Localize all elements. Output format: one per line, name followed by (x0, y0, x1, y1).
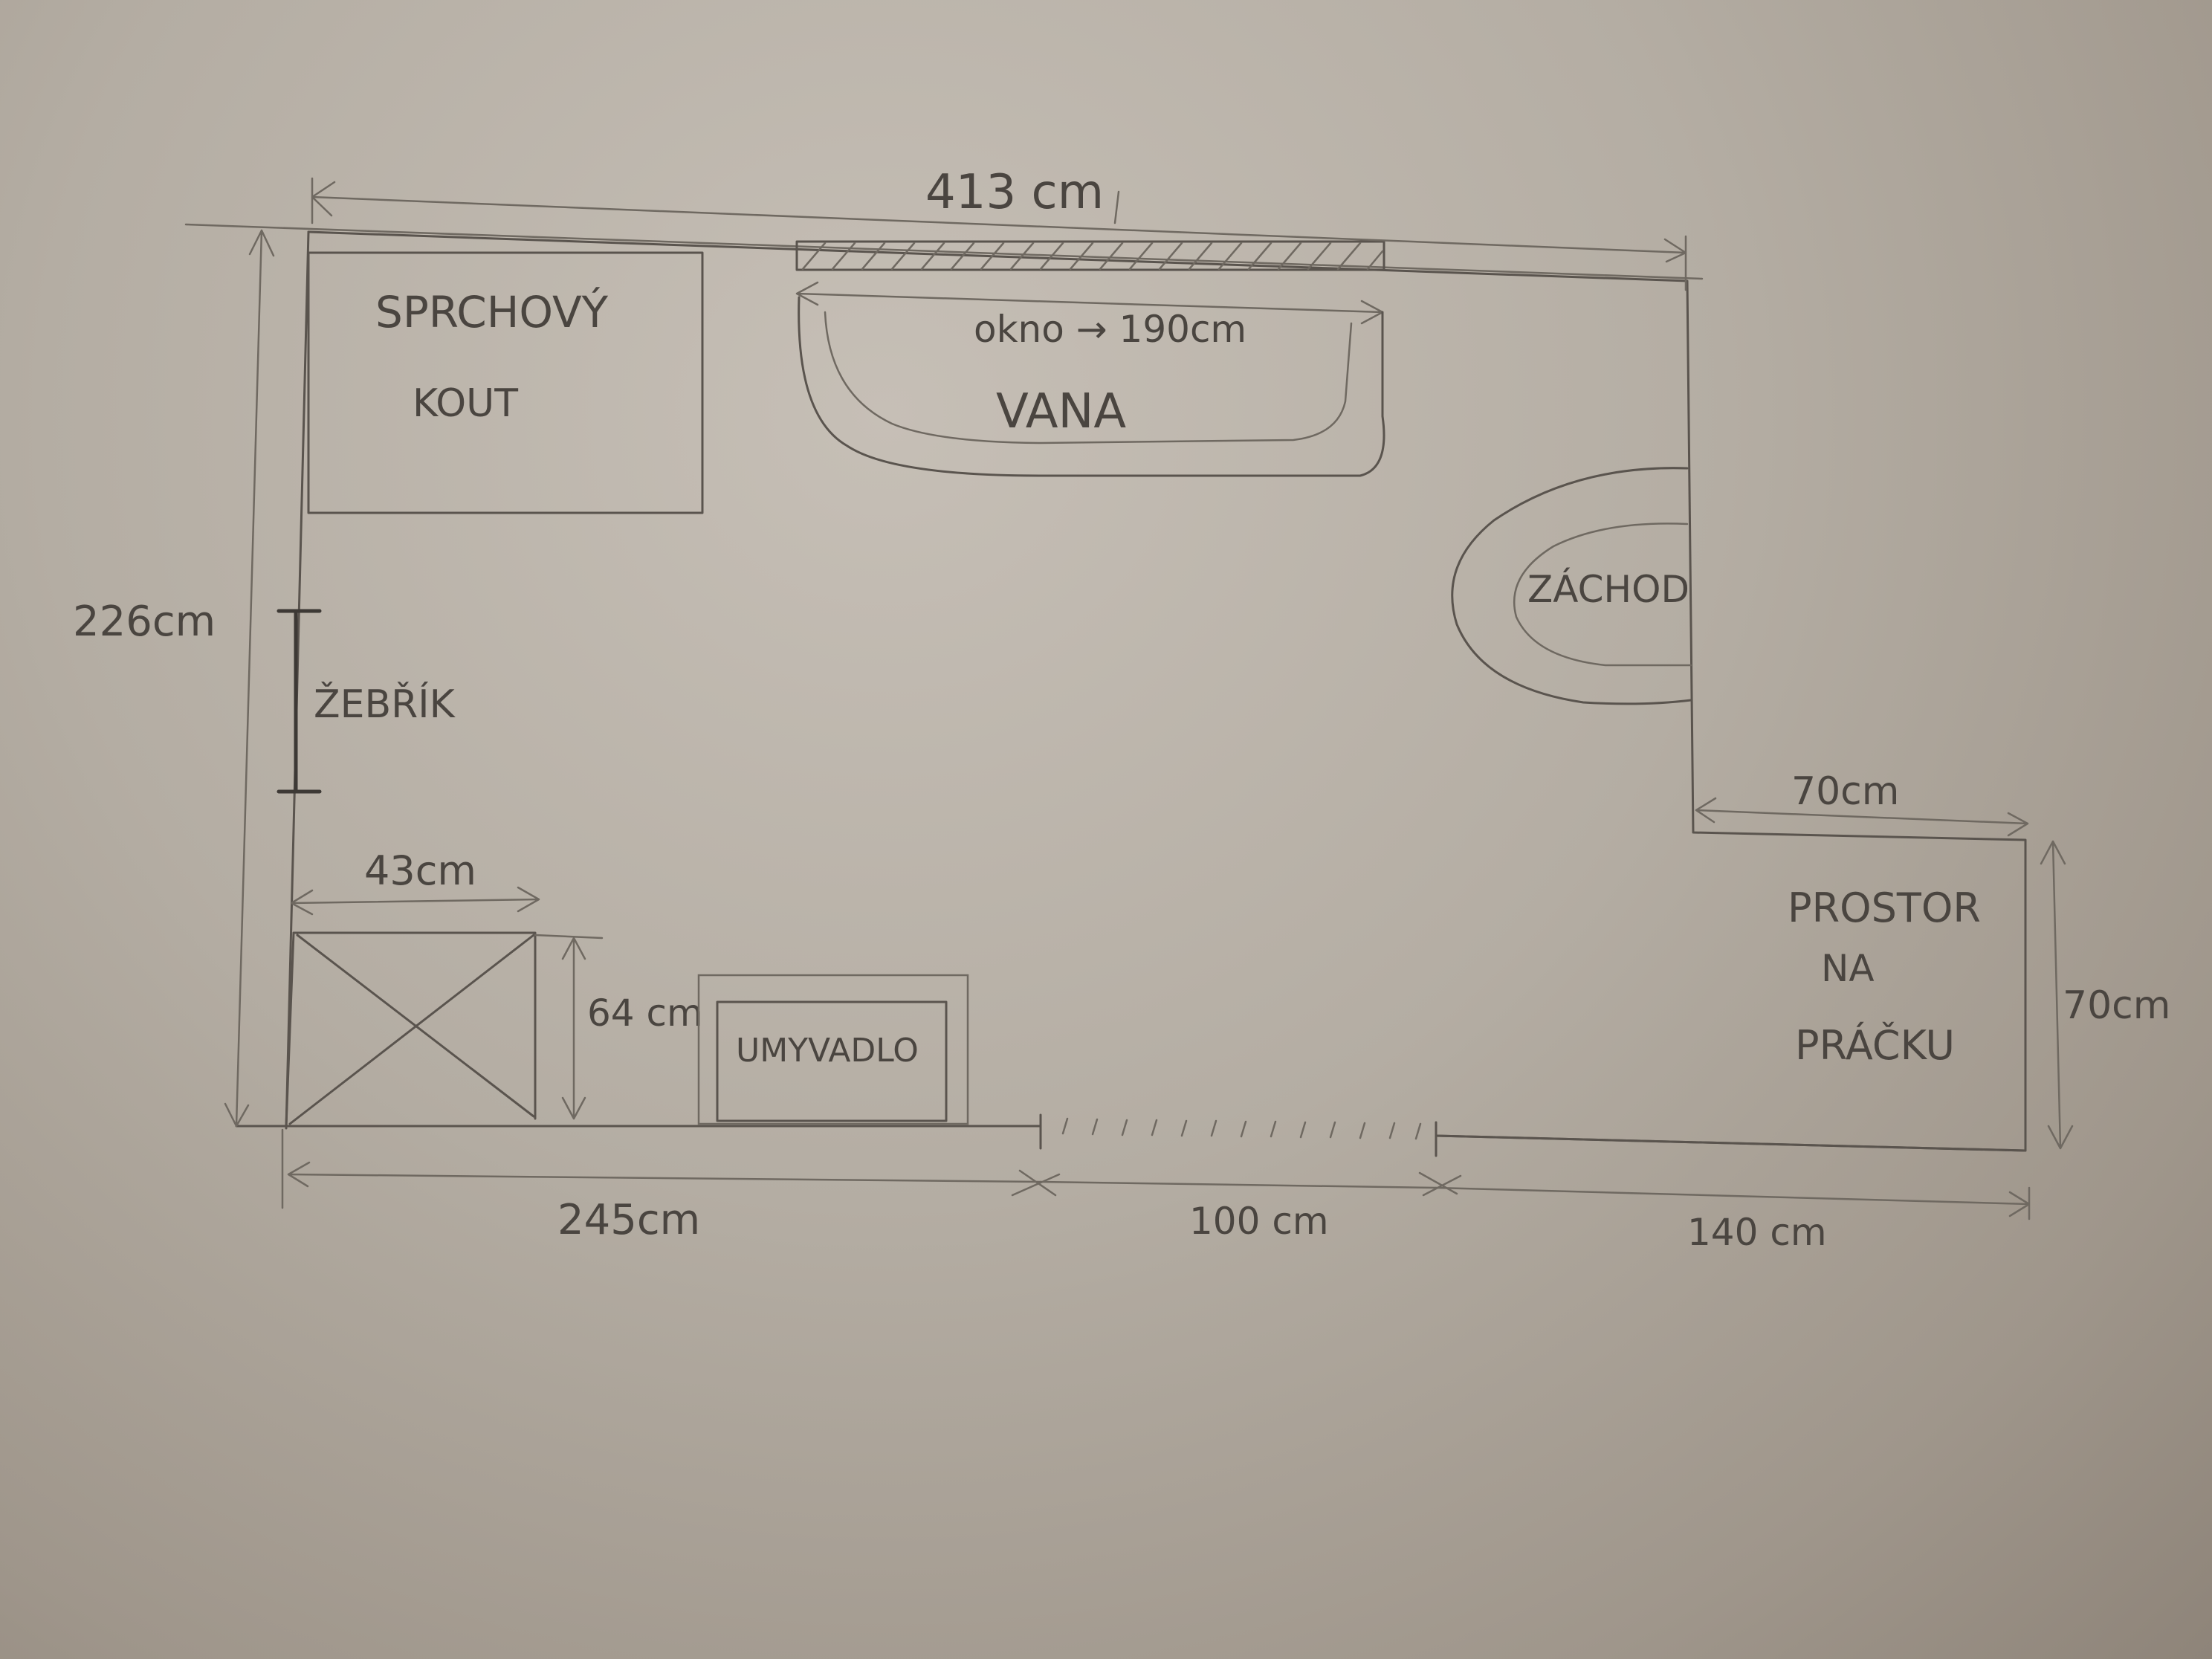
shower-label-line1: SPRCHOVÝ (375, 286, 609, 337)
niche-height-label: 70cm (2063, 983, 2170, 1028)
bathtub-outline (798, 296, 1385, 477)
box-depth-label: 64 cm (587, 992, 703, 1035)
niche-width-arrow (1695, 797, 2029, 837)
bathtub-label: VANA (996, 384, 1126, 439)
niche-height-arrow (2040, 840, 2074, 1150)
washer-label-line1: PROSTOR (1788, 885, 1981, 931)
bathtub-inner (824, 311, 1353, 444)
box-width-label: 43cm (364, 847, 476, 894)
shower-label-line2: KOUT (413, 381, 518, 426)
bottom-segment-3-label: 140 cm (1687, 1211, 1827, 1254)
bottom-segment-1-label: 245cm (557, 1196, 700, 1244)
shower-corner (307, 251, 704, 514)
window-dimension-line (795, 281, 1384, 325)
ladder-symbol (276, 609, 322, 794)
box-width-arrow (290, 886, 540, 916)
toilet-outer (1451, 467, 1692, 705)
bottom-segment-2-label: 100 cm (1189, 1200, 1329, 1243)
niche-width-label: 70cm (1791, 769, 1899, 814)
washbasin (697, 974, 969, 1125)
left-height-label: 226cm (73, 598, 216, 646)
washbasin-label: UMYVADLO (736, 1032, 919, 1070)
door-opening (1039, 1113, 1438, 1157)
window-label: okno → 190cm (974, 308, 1246, 351)
ladder-label: ŽEBŘÍK (314, 682, 456, 727)
top-width-label: 413 cm (925, 165, 1104, 220)
bottom-dimension-line (281, 1128, 2031, 1220)
top-width-dimension-line (311, 177, 1687, 291)
toilet-inner (1513, 523, 1692, 667)
toilet-label: ZÁCHOD (1527, 567, 1689, 611)
window-hatch (795, 240, 1385, 271)
box-depth-arrow (561, 937, 586, 1120)
washer-label-line3: PRÁČKU (1795, 1022, 1955, 1069)
crossed-box (285, 931, 604, 1128)
washer-label-line2: NA (1821, 947, 1875, 990)
room-walls (184, 223, 2027, 1152)
left-height-dimension-line (224, 229, 275, 1128)
